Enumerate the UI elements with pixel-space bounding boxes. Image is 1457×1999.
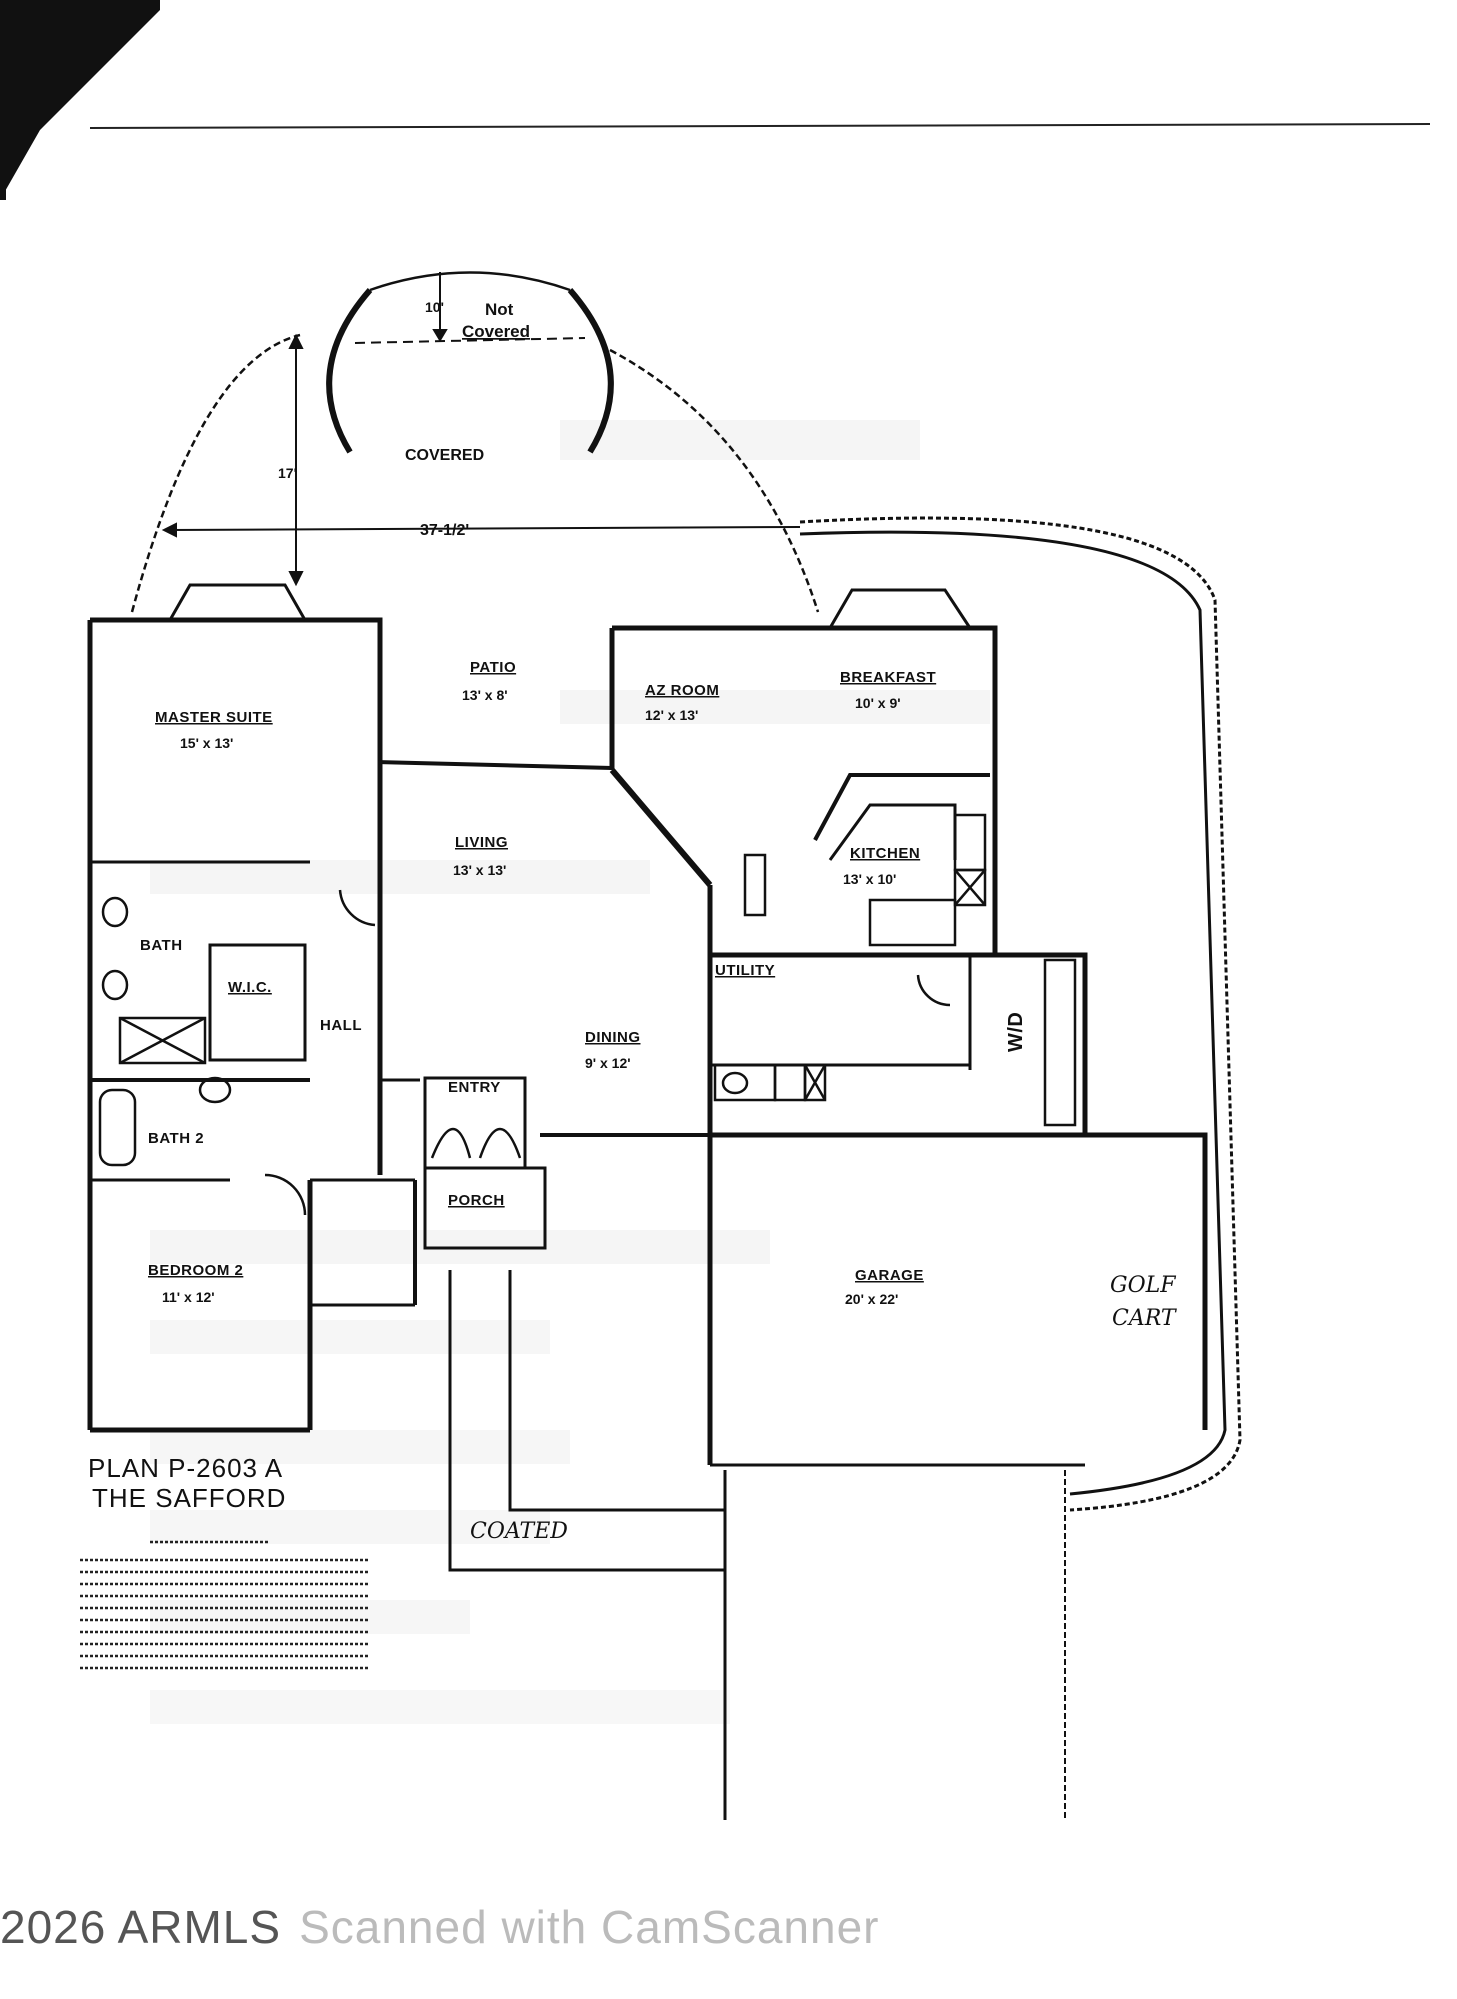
scan-edge-bar [0,0,6,200]
room-utility-name: UTILITY [715,962,775,979]
walls [87,583,1208,1820]
not-covered-label-2: Covered [462,322,530,341]
handwritten-cart: CART [1112,1306,1178,1331]
room-living-dims: 13' x 13' [453,862,506,878]
room-patio-dims: 13' x 8' [462,687,508,703]
room-garage-name: GARAGE [855,1267,924,1284]
plan-title-line2: THE SAFFORD [92,1483,286,1513]
room-patio-name: PATIO [470,659,516,676]
scan-corner-artifact [0,0,160,200]
not-covered-label: Not [485,300,514,319]
not-covered-boundary [354,337,586,344]
room-bath2-name: BATH 2 [148,1130,204,1147]
room-az-room-dims: 12' x 13' [645,707,698,723]
room-master-suite-name: MASTER SUITE [155,709,273,726]
plan-title-line1: PLAN P-2603 A [88,1453,283,1483]
ghost-text-layer [150,420,990,1724]
patio-dimension-lines [161,272,801,587]
room-bath-name: BATH [140,937,183,954]
top-rule [89,123,1431,129]
golf-cart-path-inner [799,530,1227,1496]
room-living-name: LIVING [455,834,508,851]
room-wd-name: W/D [1005,1012,1027,1052]
room-breakfast-name: BREAKFAST [840,669,936,686]
room-entry-name: ENTRY [448,1079,501,1096]
handwritten-golf: GOLF [1110,1273,1176,1298]
watermark: 2026 ARMLS Scanned with CamScanner [0,1900,879,1954]
fixtures [98,813,1077,1216]
room-breakfast-dims: 10' x 9' [855,695,901,711]
room-kitchen-name: KITCHEN [850,845,920,862]
patio-height-dim: 17' [278,465,297,481]
room-bedroom2-dims: 11' x 12' [162,1289,215,1305]
room-kitchen-dims: 13' x 10' [843,871,896,887]
room-hall-name: HALL [320,1017,362,1034]
room-master-suite-dims: 15' x 13' [180,735,233,751]
room-dining-dims: 9' x 12' [585,1055,631,1071]
patio-outline [130,333,820,613]
patio-depth-dim: 10' [425,299,444,315]
patio-width-dim: 37-1/2' [420,522,469,539]
room-bedroom2-name: BEDROOM 2 [148,1262,243,1279]
camscanner-watermark: Scanned with CamScanner [299,1901,880,1953]
copyright-watermark: 2026 ARMLS [0,1901,282,1953]
golf-cart-path [799,516,1242,1512]
patio-curved-walls [326,271,614,454]
room-az-room-name: AZ ROOM [645,682,719,699]
fine-print-block [80,1540,370,1670]
room-porch-name: PORCH [448,1192,505,1209]
room-dining-name: DINING [585,1029,641,1046]
room-wic-name: W.I.C. [228,979,272,996]
covered-label: COVERED [405,447,484,464]
room-garage-dims: 20' x 22' [845,1291,898,1307]
handwritten-coated: COATED [470,1519,568,1544]
